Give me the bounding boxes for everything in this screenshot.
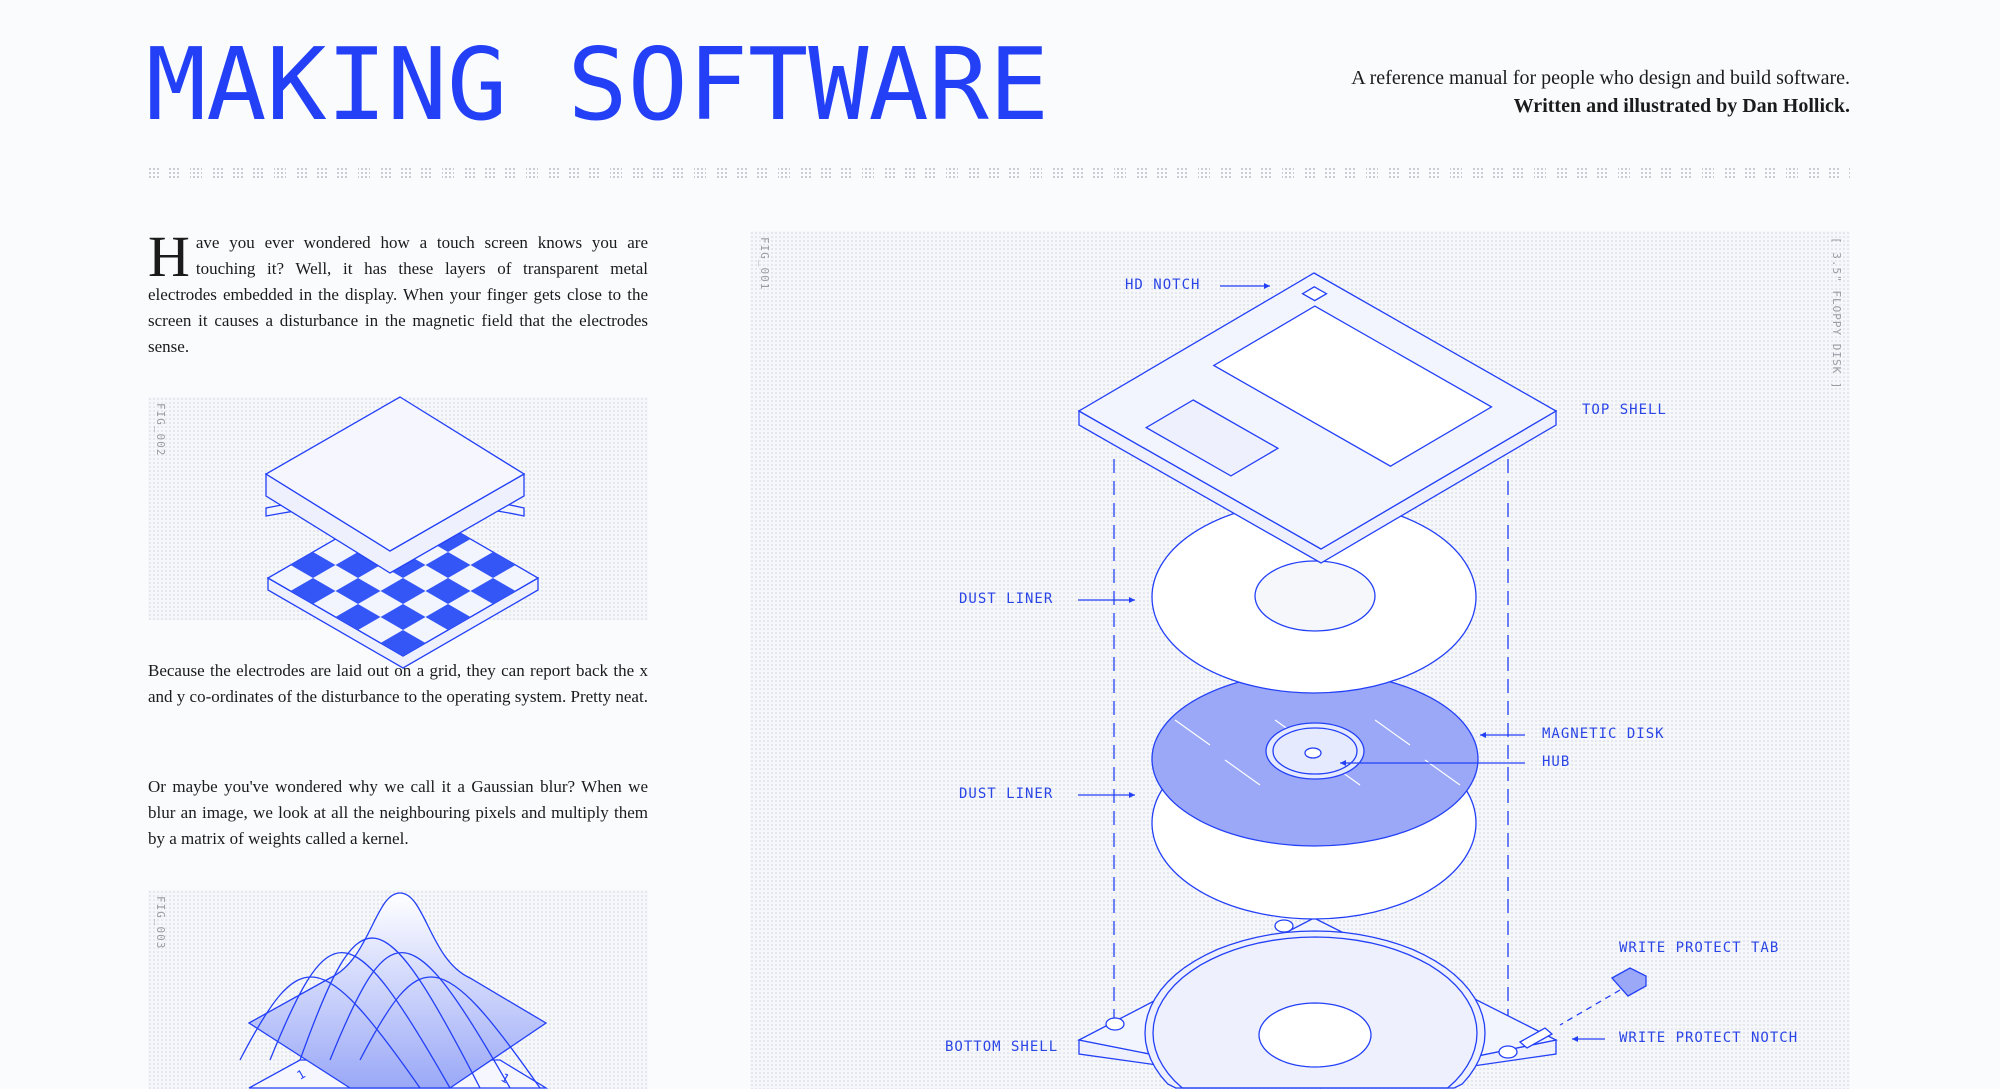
gaussian-surface	[247, 892, 548, 1089]
arrow-head	[1129, 792, 1135, 798]
arrow-head	[1129, 597, 1135, 603]
dust-liner-hole	[1254, 560, 1376, 632]
disk-sheen	[1374, 719, 1411, 746]
electrode-square	[425, 604, 471, 630]
electrode-square	[290, 578, 336, 604]
gaussian-curve	[329, 952, 511, 1089]
label-hub: HUB	[1542, 754, 1571, 770]
subtitle: A reference manual for people who design…	[1351, 64, 1850, 120]
subtitle-line-1: A reference manual for people who design…	[1351, 67, 1850, 89]
disk-sheen	[1174, 719, 1211, 746]
label-area	[1212, 305, 1493, 467]
pin	[1498, 1045, 1518, 1059]
fig-id: FIG_002	[154, 403, 167, 457]
arrow-head	[1480, 732, 1486, 738]
write-protect-tab	[1610, 967, 1647, 997]
label-hd-notch: HD NOTCH	[1125, 277, 1201, 293]
gaussian-curve	[299, 937, 481, 1089]
arrow-head	[1572, 1036, 1578, 1042]
floppy-disk-exploded-drawing	[1077, 272, 1647, 1089]
label-magnetic-disk: MAGNETIC DISK	[1542, 726, 1665, 742]
top-glass	[264, 396, 526, 552]
label-dust-liner-top: DUST LINER	[959, 591, 1054, 607]
electrode-square	[380, 604, 426, 630]
electrode-square	[425, 552, 471, 578]
gaussian-curve	[239, 976, 421, 1089]
paragraph-grid: Because the electrodes are laid out on a…	[148, 661, 648, 706]
drop-cap: H	[148, 224, 190, 289]
gaussian-curve	[269, 952, 451, 1089]
electrode-square	[380, 578, 426, 604]
touch-screen-layers-drawing	[264, 396, 540, 669]
fig-caption: [ 3.5" FLOPPY DISK ]	[1830, 237, 1843, 390]
electrode-square	[290, 552, 336, 578]
hub-spindle	[1304, 747, 1322, 759]
electrode-square	[380, 630, 426, 656]
label-bottom-shell: BOTTOM SHELL	[945, 1039, 1059, 1055]
label-dust-liner-bottom: DUST LINER	[959, 786, 1054, 802]
gaussian-curve	[359, 976, 541, 1089]
page-title: MAKING SOFTWARE	[146, 26, 1050, 143]
electrode-square	[335, 604, 381, 630]
electrode-square	[335, 578, 381, 604]
divider	[148, 167, 1850, 179]
write-protect-notch	[1518, 1027, 1554, 1049]
fig-id: FIG_003	[154, 896, 167, 950]
electrode-square	[425, 578, 471, 604]
subtitle-line-2: Written and illustrated by Dan Hollick.	[1513, 95, 1850, 117]
fig-id: FIG_001	[758, 237, 771, 291]
pin	[1274, 919, 1294, 933]
electrode-square	[470, 578, 516, 604]
bottom-shell-hole	[1258, 1002, 1372, 1068]
bottom-shell-ring-inner	[1152, 936, 1478, 1089]
shutter	[1144, 399, 1280, 477]
paragraph-text: ave you ever wondered how a touch screen…	[148, 233, 648, 356]
tab-guide	[1559, 989, 1621, 1026]
arrow-head	[1340, 760, 1346, 766]
label-write-protect-notch: WRITE PROTECT NOTCH	[1619, 1030, 1799, 1046]
label-write-protect-tab: WRITE PROTECT TAB	[1619, 940, 1780, 956]
paragraph-gaussian: Or maybe you've wondered why we call it …	[148, 777, 648, 848]
pin	[1105, 1017, 1125, 1031]
hub-inner	[1272, 727, 1358, 775]
electrode-square	[470, 552, 516, 578]
disk-sheen	[1224, 759, 1261, 786]
disk-sheen	[1424, 759, 1461, 786]
label-top-shell: TOP SHELL	[1582, 402, 1667, 418]
hd-notch	[1301, 286, 1328, 302]
arrow-head	[1264, 283, 1270, 289]
